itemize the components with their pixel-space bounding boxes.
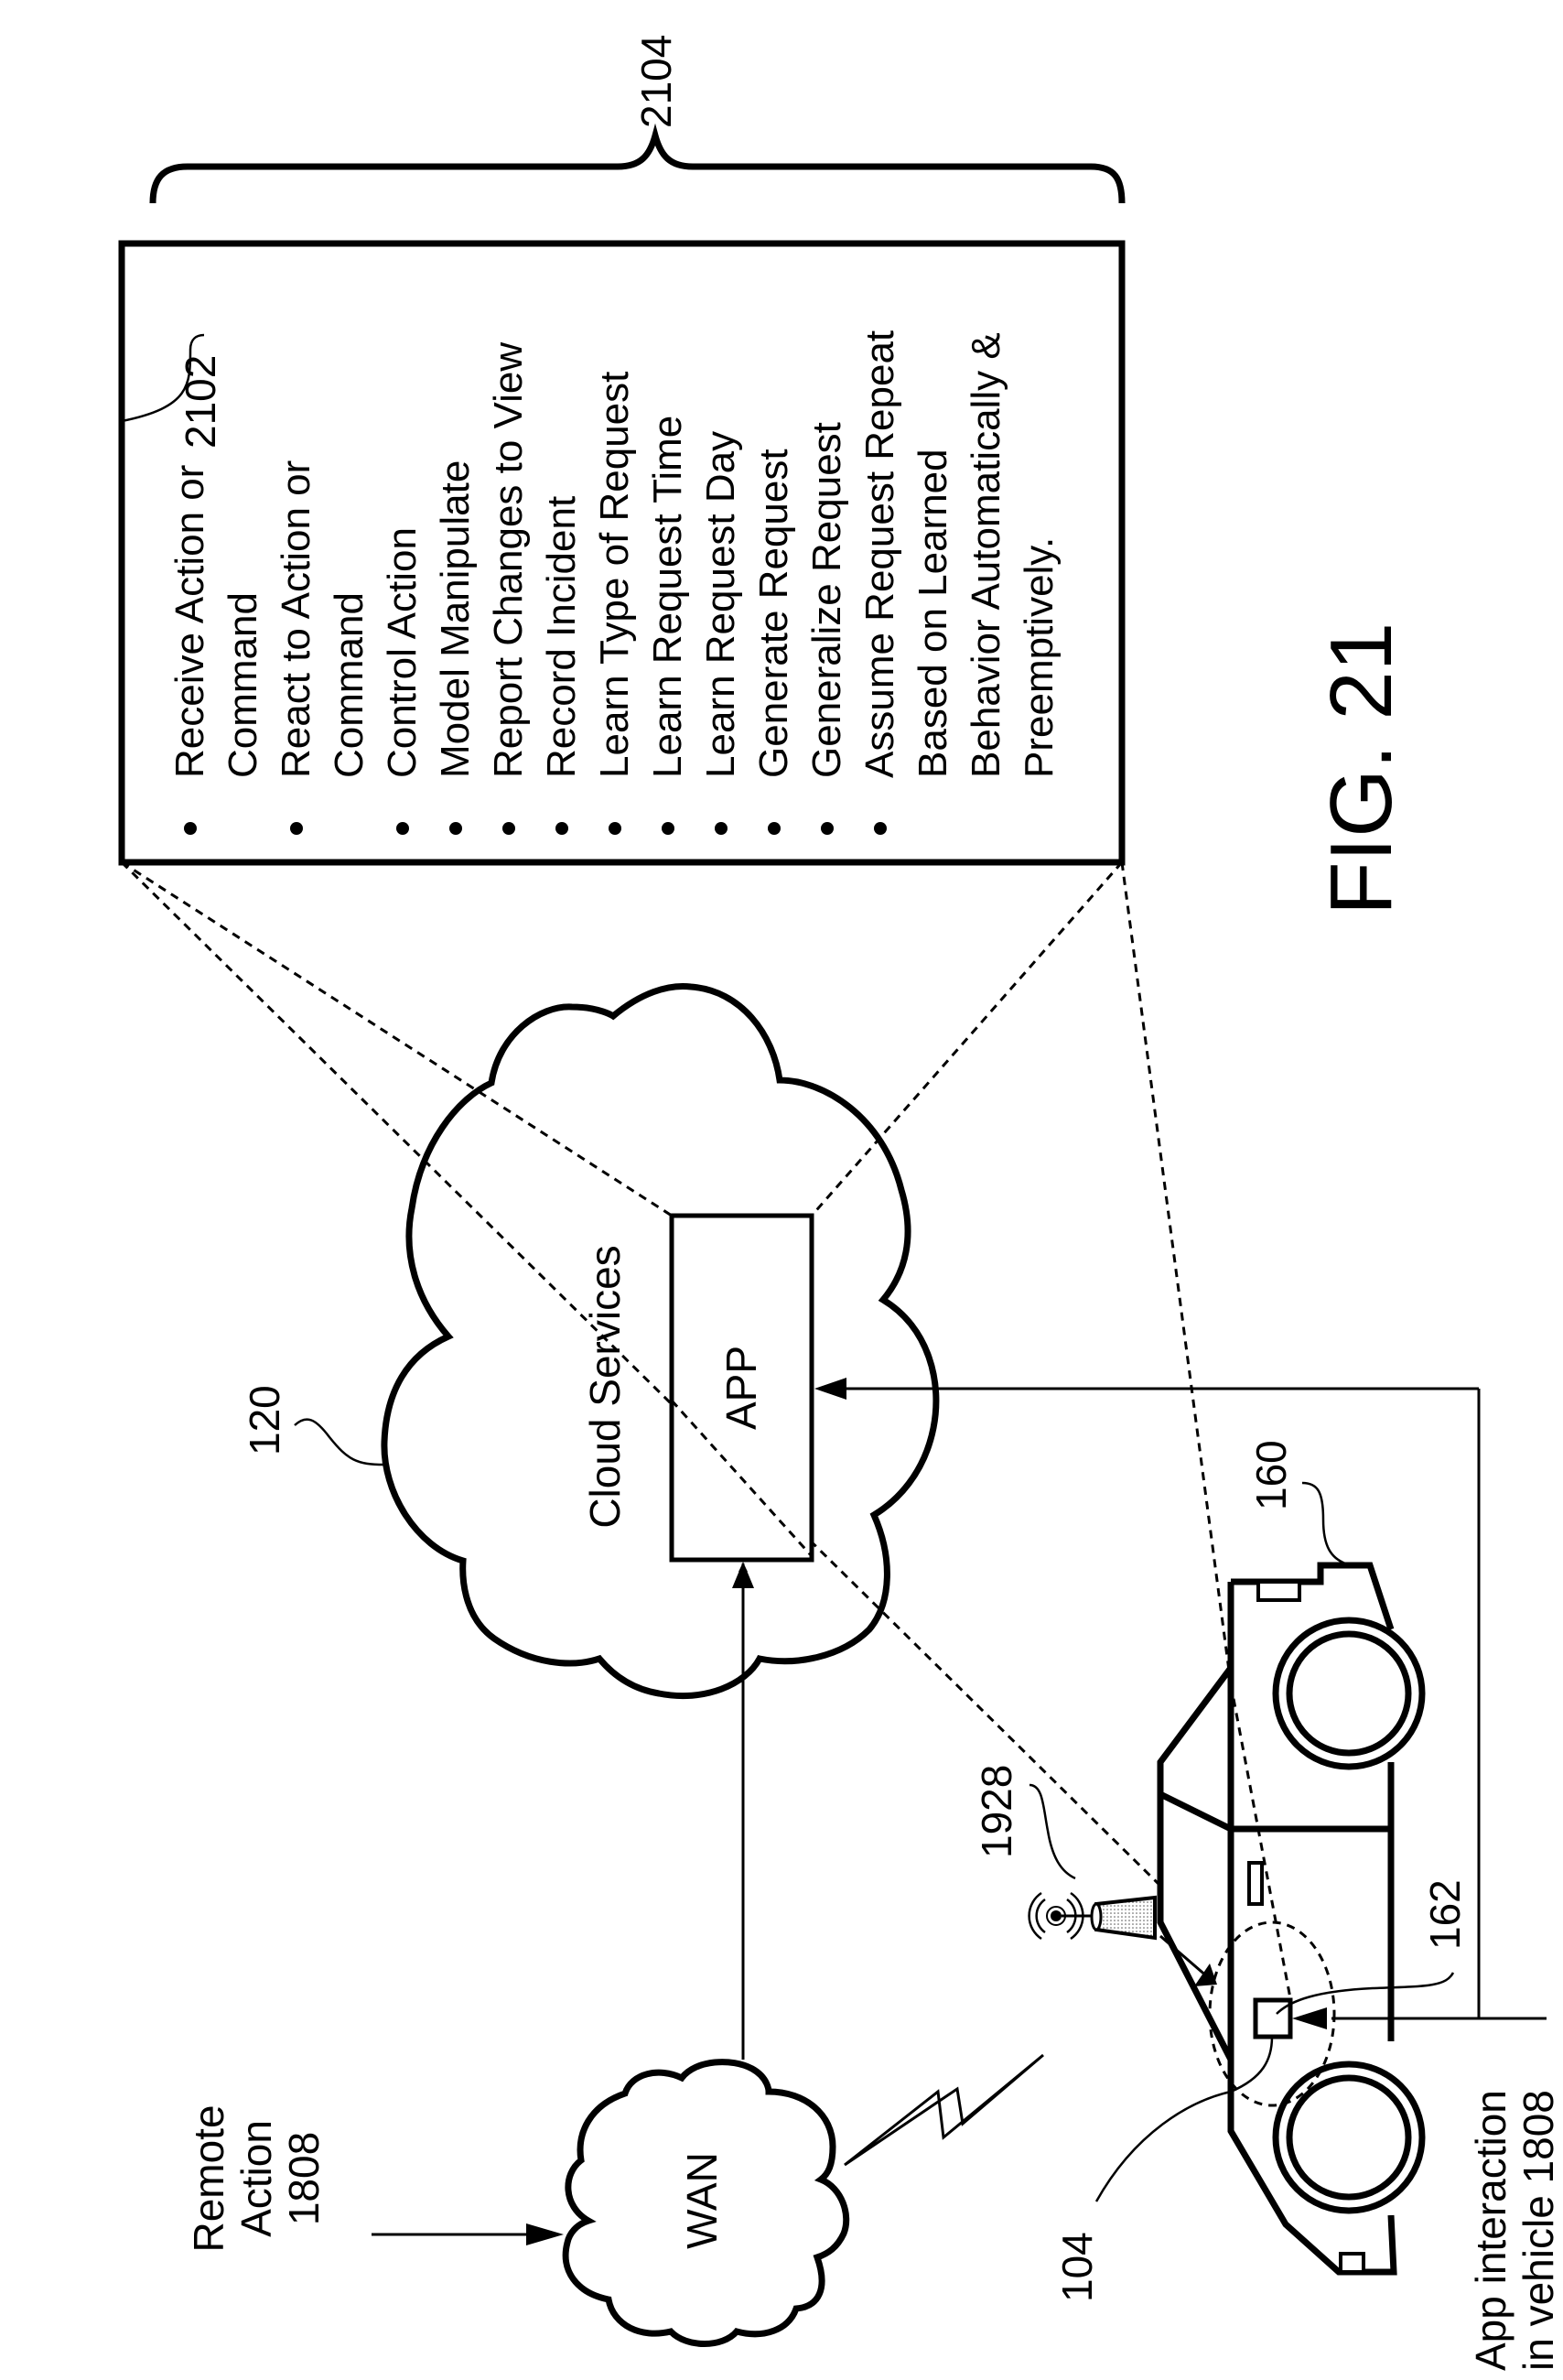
cloud-services-label: Cloud Services: [581, 1245, 629, 1528]
list-item: Model Manipulate: [433, 460, 478, 778]
leader-1928: [1029, 1785, 1075, 1878]
list-item: Record Incident: [539, 496, 584, 778]
label-2102: 2102: [177, 355, 224, 449]
list-bullet: [555, 822, 568, 835]
list-bullet: [184, 822, 197, 835]
wireless-link-icon: [845, 2055, 1043, 2165]
list-item: Generate Request: [751, 449, 796, 778]
list-item: Assume Request Repeat: [857, 330, 902, 778]
label-1928: 1928: [973, 1765, 1020, 1858]
list-item: Based on Learned: [911, 449, 955, 778]
label-2104: 2104: [632, 35, 680, 128]
antenna-icon: [1029, 1893, 1155, 1939]
list-bullet: [609, 822, 621, 835]
list-item: Generalize Request: [804, 422, 849, 778]
list-item: React to Action or: [274, 460, 318, 778]
list-bullet: [449, 822, 462, 835]
list-bullet: [715, 822, 728, 835]
list-bullet: [821, 822, 834, 835]
list-item: Control Action: [380, 527, 425, 778]
list-item: Learn Request Day: [698, 431, 743, 778]
list-item: Learn Type of Request: [592, 372, 637, 778]
figure-title: FIG. 21: [1312, 622, 1410, 915]
list-bullet: [396, 822, 409, 835]
remote-action-line-2: Action: [232, 2120, 280, 2237]
list-bullet: [874, 822, 887, 835]
remote-action-line-3: 1808: [280, 2132, 328, 2225]
app-box-label: APP: [717, 1346, 765, 1430]
leader-160: [1302, 1483, 1345, 1563]
app-interaction-line-1: App interaction: [1467, 2090, 1514, 2371]
label-160: 160: [1247, 1440, 1295, 1510]
list-item: Learn Request Time: [645, 416, 690, 778]
app-interaction-line-2: in vehicle 1808: [1514, 2090, 1562, 2371]
list-item: Behavior Automatically &: [964, 332, 1008, 778]
remote-action: Remote Action 1808: [185, 2104, 564, 2252]
label-104: 104: [1053, 2232, 1101, 2302]
leader-104: [1096, 2037, 1272, 2202]
list-bullet: [502, 822, 515, 835]
device-104: [1256, 2000, 1290, 2037]
list-group-brace: [153, 135, 1122, 203]
wan-label: WAN: [678, 2152, 726, 2249]
list-bullet: [768, 822, 781, 835]
vehicle: [1160, 1565, 1422, 2272]
label-162: 162: [1421, 1879, 1469, 1950]
list-item: Report Changes to View: [486, 342, 531, 778]
remote-action-line-1: Remote: [185, 2104, 232, 2252]
cloud-services-cloud: [384, 986, 936, 1695]
list-bullet: [290, 822, 303, 835]
front-wheel: [1276, 2064, 1422, 2211]
list-item: Receive Action or: [167, 465, 212, 778]
list-bullet: [662, 822, 674, 835]
list-item: Command: [327, 592, 372, 778]
list-item: Command: [221, 592, 265, 778]
rear-wheel: [1276, 1620, 1422, 1767]
list-item: Preemptively.: [1017, 537, 1062, 778]
leader-162: [1277, 1973, 1453, 2014]
leader-120: [295, 1420, 384, 1465]
label-120: 120: [241, 1385, 288, 1455]
